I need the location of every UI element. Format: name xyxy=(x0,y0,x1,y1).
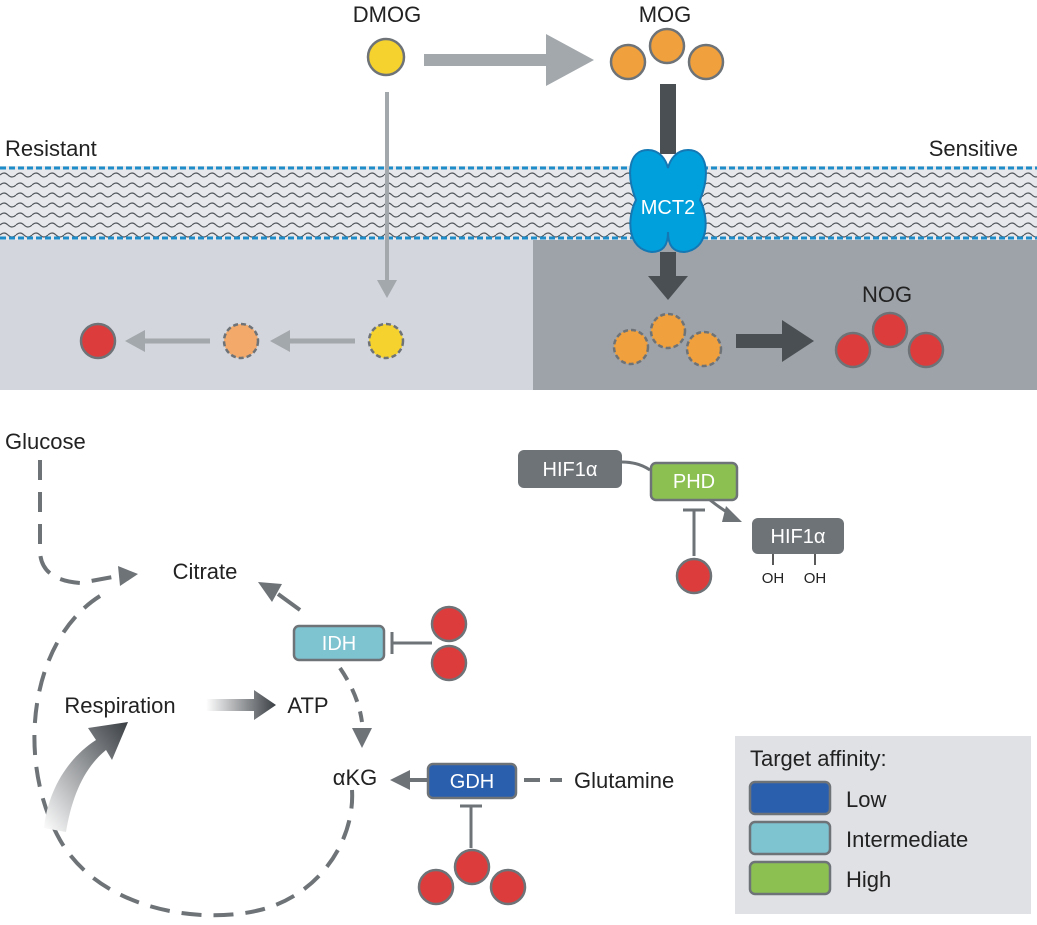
akg-label: αKG xyxy=(333,765,378,790)
hif1a-binding-line xyxy=(621,460,651,472)
nog-molecule xyxy=(430,644,468,682)
atp-label: ATP xyxy=(287,693,328,718)
citrate-arrowhead xyxy=(258,582,282,602)
sensitive-label: Sensitive xyxy=(929,136,1018,161)
nog-label: NOG xyxy=(862,282,912,307)
intracellular-mog xyxy=(222,322,260,360)
idh-to-akg-path xyxy=(338,666,364,723)
respiration-label: Respiration xyxy=(64,693,175,718)
idh-to-citrate-line xyxy=(276,592,302,612)
mog-molecule xyxy=(609,43,647,81)
resistant-cytoplasm xyxy=(0,240,533,390)
nog-molecule xyxy=(417,868,455,906)
glucose-arrowhead xyxy=(118,566,138,586)
phd-box: PHD xyxy=(649,461,739,502)
legend-label-low: Low xyxy=(846,787,886,812)
dmog-diffusion-arrow xyxy=(377,92,397,298)
gdh-label: GDH xyxy=(450,771,494,793)
nog-molecule xyxy=(489,868,527,906)
legend-swatch-high xyxy=(748,860,832,896)
mog-molecule xyxy=(687,43,725,81)
oh-label-2: OH xyxy=(804,570,827,587)
intracellular-dmog xyxy=(367,322,405,360)
resistant-label: Resistant xyxy=(5,136,97,161)
nog-molecule xyxy=(79,322,117,360)
gdh-box: GDH xyxy=(426,762,518,800)
nog-molecule xyxy=(834,331,872,369)
gdh-arrowhead xyxy=(390,770,410,790)
intracellular-mog xyxy=(612,328,650,366)
mog-label: MOG xyxy=(639,2,692,27)
legend-label-high: High xyxy=(846,867,891,892)
nog-molecule xyxy=(453,848,491,886)
glucose-path xyxy=(38,460,119,586)
dmog-label: DMOG xyxy=(353,2,421,27)
cycle-flux-arrow xyxy=(44,722,128,832)
hif1a-oh-label: HIF1α xyxy=(771,526,826,548)
resistant-arrow-2 xyxy=(125,330,210,352)
respiration-to-atp-arrow xyxy=(206,690,276,720)
cell-membrane xyxy=(0,166,1037,240)
idh-label: IDH xyxy=(322,633,356,655)
resistant-arrow-1 xyxy=(270,330,355,352)
phd-label: PHD xyxy=(673,471,715,493)
mct2-label: MCT2 xyxy=(641,197,695,219)
phd-arrowhead xyxy=(722,506,742,522)
intracellular-mog xyxy=(685,330,723,368)
mog-to-nog-arrow xyxy=(736,320,814,362)
hif1a-box: HIF1α xyxy=(518,450,622,488)
sensitive-cytoplasm xyxy=(533,240,1037,390)
dmog-to-mog-arrow xyxy=(424,34,594,86)
citrate-label: Citrate xyxy=(173,559,238,584)
glutamine-label: Glutamine xyxy=(574,768,674,793)
nog-molecule xyxy=(871,311,909,349)
tca-cycle xyxy=(32,594,355,918)
legend-label-intermediate: Intermediate xyxy=(846,827,968,852)
hif1a-oh-box: HIF1α xyxy=(752,518,844,554)
mct2-output-arrow xyxy=(648,252,688,300)
intracellular-mog xyxy=(649,312,687,350)
nog-molecule xyxy=(907,331,945,369)
legend-swatch-low xyxy=(748,780,832,816)
nog-molecule xyxy=(430,605,468,643)
legend-title: Target affinity: xyxy=(750,746,887,771)
dmog-molecule xyxy=(366,37,406,77)
mct2-transporter: MCT2 xyxy=(629,148,707,254)
nog-molecule xyxy=(675,557,713,595)
legend-swatch-intermediate xyxy=(748,820,832,856)
hif1a-label: HIF1α xyxy=(543,459,598,481)
oh-label-1: OH xyxy=(762,570,785,587)
akg-arrowhead xyxy=(352,728,372,748)
mog-transport-arrow xyxy=(660,84,676,154)
legend: Target affinity: Low Intermediate High xyxy=(735,736,1031,914)
mog-molecule xyxy=(648,27,686,65)
glucose-label: Glucose xyxy=(5,429,86,454)
idh-box: IDH xyxy=(292,624,386,662)
